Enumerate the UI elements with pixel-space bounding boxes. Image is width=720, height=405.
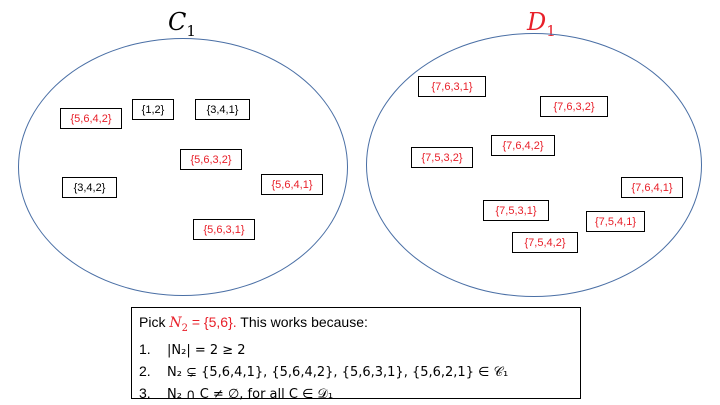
left-item-4: {3,4,2} (62, 177, 117, 198)
n2-value: = {5,6}. (191, 314, 237, 330)
n2-definition: N2 = {5,6}. (169, 314, 237, 334)
intro-suffix: This works because: (240, 314, 368, 330)
right-item-6: {7,5,4,1} (586, 211, 645, 232)
n2-symbol: N (169, 315, 182, 331)
right-item-1: {7,6,3,2} (540, 96, 608, 117)
left-item-0: {5,6,4,2} (60, 108, 122, 129)
right-item-2: {7,6,4,2} (491, 135, 555, 156)
intro-prefix: Pick (139, 314, 166, 330)
left-set-title-letter: C (168, 8, 187, 36)
left-item-1: {1,2} (132, 99, 174, 120)
left-item-5: {5,6,4,1} (261, 174, 323, 195)
right-set-title-sub: 1 (546, 21, 556, 40)
item-number: 1. (139, 340, 151, 357)
left-item-6: {5,6,3,1} (193, 219, 255, 240)
explanation-item-1: 1. |N₂| = 2 ≥ 2 (139, 339, 573, 361)
item-number: 2. (139, 362, 151, 379)
explanation-item-2: 2. N₂ ⊊ {5,6,4,1}, {5,6,4,2}, {5,6,3,1}, … (139, 361, 573, 383)
explanation-intro: Pick N2 = {5,6}. This works because: (139, 312, 573, 339)
item-text: N₂ ⊊ {5,6,4,1}, {5,6,4,2}, {5,6,3,1}, {5… (167, 364, 509, 380)
item-number: 3. (139, 384, 151, 401)
right-item-0: {7,6,3,1} (418, 76, 486, 97)
left-set-title: C1 (168, 10, 196, 43)
right-item-5: {7,5,3,1} (483, 200, 549, 221)
right-set-title: D1 (527, 10, 556, 43)
explanation-item-3: 3. N₂ ∩ C ≠ ∅, for all C ∈ 𝒟₁ (139, 383, 573, 405)
right-set-title-letter: D (527, 8, 547, 36)
right-item-7: {7,5,4,2} (512, 232, 578, 253)
explanation-box: Pick N2 = {5,6}. This works because: 1. |… (131, 307, 581, 402)
right-item-3: {7,5,3,2} (411, 147, 473, 168)
left-item-2: {3,4,1} (195, 99, 250, 120)
item-text: N₂ ∩ C ≠ ∅, for all C ∈ 𝒟₁ (167, 386, 334, 402)
left-item-3: {5,6,3,2} (180, 149, 242, 170)
left-set-title-sub: 1 (186, 21, 196, 40)
right-set-ellipse (366, 33, 702, 297)
right-item-4: {7,6,4,1} (621, 177, 683, 198)
left-set-ellipse (18, 38, 348, 296)
n2-sub: 2 (181, 322, 188, 334)
item-text: |N₂| = 2 ≥ 2 (167, 342, 246, 358)
